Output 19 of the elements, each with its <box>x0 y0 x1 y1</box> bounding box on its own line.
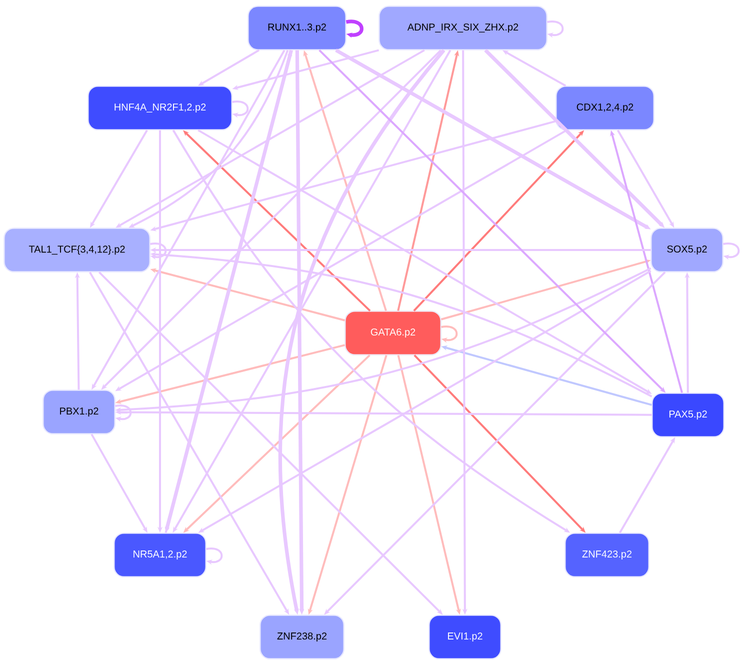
node-box: PBX1.p2 <box>42 389 116 435</box>
node-box: CDX1,2,4.p2 <box>555 85 655 131</box>
node-box: TAL1_TCF{3,4,12}.p2 <box>3 227 151 273</box>
node-box: HNF4A_NR2F1,2.p2 <box>87 85 233 131</box>
node-box: RUNX1..3.p2 <box>247 5 347 51</box>
arrow <box>115 404 132 422</box>
arrow <box>206 547 223 565</box>
arrow <box>346 20 364 38</box>
node-box: PAX5.p2 <box>651 392 725 438</box>
node-box: ZNF423.p2 <box>564 532 650 578</box>
arrow <box>150 242 167 260</box>
node-box: ADNP_IRX_SIX_ZHX.p2 <box>378 5 548 51</box>
node-box: ZNF238.p2 <box>259 614 345 660</box>
node-box: SOX5.p2 <box>650 227 724 273</box>
node-box: GATA6.p2 <box>344 310 442 356</box>
arrow <box>441 325 458 343</box>
arrow <box>232 100 249 118</box>
node-box: NR5A1,2.p2 <box>113 532 207 578</box>
node-box: EVI1.p2 <box>428 614 502 660</box>
